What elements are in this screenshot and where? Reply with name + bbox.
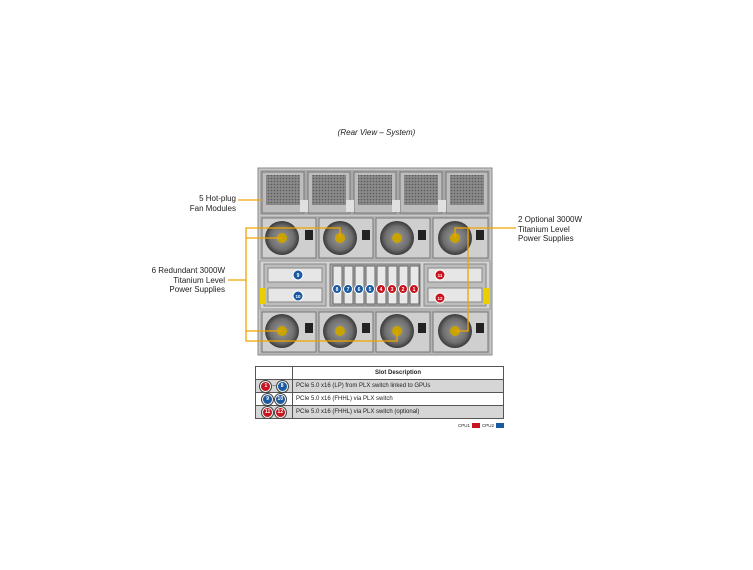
slot-badge: 8 <box>276 380 288 392</box>
table-header-label: Slot Description <box>292 366 504 380</box>
psu-right-label-line: 2 Optional 3000W <box>518 215 583 224</box>
table-row: 9 10 PCIe 5.0 x16 (FHHL) via PLX switch <box>255 392 504 406</box>
fan-modules-label-line: 5 Hot-plug <box>199 194 236 203</box>
table-row: 11 12 PCIe 5.0 x16 (FHHL) via PLX switch… <box>255 405 504 419</box>
callout-psu-left-bottom <box>245 331 398 342</box>
badge-cell: 1–8 <box>255 379 293 393</box>
callout-lines <box>228 199 516 342</box>
badge-slot-6: 6 <box>354 284 364 294</box>
badge-slot-11: 11 <box>434 269 446 281</box>
psu-left-label: 6 Redundant 3000W Titanium Level Power S… <box>140 266 225 295</box>
psu-upper-3 <box>375 217 431 259</box>
range-dash: – <box>272 383 276 389</box>
legend-cpu2-label: CPU2 <box>482 423 495 428</box>
slot-badge: 11 <box>262 406 274 418</box>
table-header-row: Slot Description <box>255 366 504 380</box>
psu-upper-2 <box>318 217 374 259</box>
callout-psu-right <box>454 227 516 238</box>
callout-psu-right-lower <box>455 228 469 332</box>
slot-description-table: Slot Description 1–8 PCIe 5.0 x16 (LP) f… <box>255 366 504 419</box>
badge-slot-12: 12 <box>434 292 446 304</box>
psu-left-label-line: 6 Redundant 3000W <box>151 266 225 275</box>
badge-slot-5: 5 <box>365 284 375 294</box>
badge-slot-1: 1 <box>409 284 419 294</box>
badge-slot-7-text: 7 <box>347 287 350 293</box>
badge-slot-2-text: 2 <box>402 287 405 293</box>
badge-slot-4: 4 <box>376 284 386 294</box>
badge-slot-9-text: 9 <box>297 273 300 279</box>
badge-slot-11-text: 11 <box>438 273 443 278</box>
badge-slot-10: 10 <box>292 290 304 302</box>
fan-module-5 <box>445 171 489 214</box>
badge-slot-3-text: 3 <box>391 287 394 293</box>
badge-cell: 11 12 <box>255 405 293 419</box>
legend-cpu1-label: CPU1 <box>458 423 471 428</box>
badge-slot-1-text: 1 <box>413 287 416 293</box>
badge-slot-5-text: 5 <box>369 287 372 293</box>
slot-badge: 10 <box>274 393 286 405</box>
slot-description: PCIe 5.0 x16 (FHHL) via PLX switch <box>292 392 504 406</box>
badge-slot-8-text: 8 <box>336 287 339 293</box>
badge-cell: 9 10 <box>255 392 293 406</box>
badge-slot-10-text: 10 <box>295 294 301 299</box>
cpu-legend: CPU1 CPU2 <box>458 423 505 428</box>
psu-lower-1 <box>261 311 317 353</box>
slot-description: PCIe 5.0 x16 (LP) from PLX switch linked… <box>292 379 504 393</box>
psu-right-label-line: Titanium Level <box>518 224 570 234</box>
fan-module-3 <box>353 171 397 214</box>
fan-modules-label: 5 Hot-plug Fan Modules <box>160 194 236 213</box>
badge-slot-12-text: 12 <box>437 296 443 301</box>
fan-modules-label-line: Fan Modules <box>189 203 236 213</box>
psu-lower-3 <box>375 311 431 353</box>
psu-left-label-line: Titanium Level <box>173 275 225 285</box>
psu-right-label-line: Power Supplies <box>518 234 574 243</box>
psu-right-label: 2 Optional 3000W Titanium Level Power Su… <box>518 215 618 244</box>
badge-slot-7: 7 <box>343 284 353 294</box>
legend-cpu1-swatch <box>472 423 481 428</box>
psu-lower-2 <box>318 311 374 353</box>
slot-badge: 9 <box>262 393 274 405</box>
fan-module-1 <box>261 171 305 214</box>
fan-module-2 <box>307 171 351 214</box>
psu-lower-4 <box>432 311 489 353</box>
badge-slot-9: 9 <box>292 269 304 281</box>
psu-upper-4 <box>432 217 489 259</box>
callout-psu-left <box>228 237 282 281</box>
fan-handle <box>438 200 446 212</box>
table-header-empty <box>255 366 293 380</box>
badge-slot-8: 8 <box>332 284 342 294</box>
slot-description: PCIe 5.0 x16 (FHHL) via PLX switch (opti… <box>292 405 504 419</box>
fan-handle <box>300 200 308 212</box>
slot-badge: 1 <box>260 380 272 392</box>
badge-slot-4-text: 4 <box>380 287 383 293</box>
table-row: 1–8 PCIe 5.0 x16 (LP) from PLX switch li… <box>255 379 504 393</box>
badge-slot-3: 3 <box>387 284 397 294</box>
yellow-handle-right <box>484 288 490 304</box>
psu-left-label-line: Power Supplies <box>169 285 225 294</box>
callout-psu-left-mid <box>245 227 341 238</box>
caption: (Rear View – System) <box>337 128 416 137</box>
badge-slot-6-text: 6 <box>358 287 361 293</box>
legend-cpu2-swatch <box>496 423 505 428</box>
yellow-handle-left <box>260 288 266 304</box>
badge-slot-2: 2 <box>398 284 408 294</box>
fan-handle <box>392 200 400 212</box>
slot-badge: 12 <box>274 406 286 418</box>
fan-module-4 <box>399 171 443 214</box>
fan-handle <box>346 200 354 212</box>
